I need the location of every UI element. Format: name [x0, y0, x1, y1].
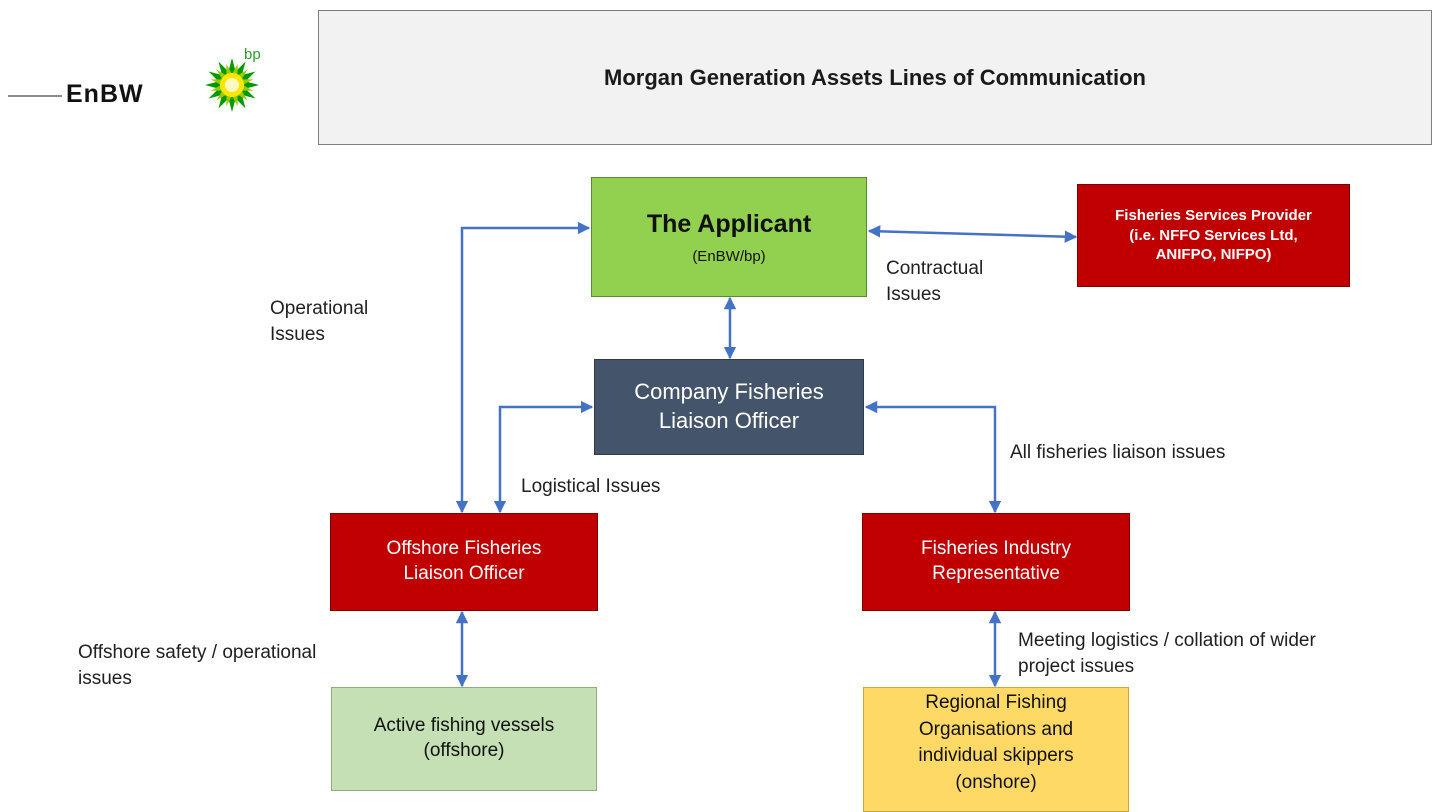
vessels-line-2: (offshore) [423, 740, 505, 761]
cflo-line-2: Liaison Officer [658, 408, 800, 433]
vessels-line-1: Active fishing vessels [373, 715, 555, 737]
label-logistical-issues: Logistical Issues [521, 476, 661, 497]
enbw-logo: EnBW [66, 80, 144, 108]
bp-wordmark: bp [244, 46, 261, 63]
regional-fishing-organisations-box: Regional Fishing Organisations and indiv… [863, 687, 1129, 812]
label-offshore-safety: Offshore safety / operational issues [78, 640, 316, 691]
bp-logo: bp [194, 46, 274, 114]
page-title: Morgan Generation Assets Lines of Commun… [318, 10, 1432, 145]
fir-line-2: Representative [932, 563, 1060, 584]
offshore-fisheries-liaison-officer-box: Offshore Fisheries Liaison Officer [330, 513, 598, 611]
active-fishing-vessels-box: Active fishing vessels (offshore) [331, 687, 597, 791]
arrow-applicant-fsp [867, 225, 1078, 243]
label-all-fisheries-liaison-issues: All fisheries liaison issues [1010, 442, 1226, 463]
label-operational-issues: Operational Issues [270, 296, 368, 347]
company-fisheries-liaison-officer-box: Company Fisheries Liaison Officer [594, 359, 864, 455]
fsp-line-2: (i.e. NFFO Services Ltd, [1129, 226, 1298, 244]
oflo-line-2: Liaison Officer [403, 563, 525, 584]
label-contractual-issues: Contractual Issues [886, 256, 983, 307]
regional-line-3: individual skippers [918, 745, 1074, 767]
arrow-operational [455, 221, 591, 514]
label-meeting-line-2: project issues [1018, 655, 1135, 677]
regional-line-2: Organisations and [918, 718, 1074, 740]
label-offshore-safety-line-2: issues [78, 667, 132, 689]
fisheries-industry-representative-box: Fisheries Industry Representative [862, 513, 1130, 611]
label-offshore-safety-line-1: Offshore safety / operational [78, 642, 317, 663]
header-line [8, 95, 62, 97]
fsp-line-1: Fisheries Services Provider [1115, 207, 1312, 225]
fir-line-1: Fisheries Industry [921, 538, 1071, 560]
label-meeting-line-1: Meeting logistics / collation of wider [1018, 630, 1316, 651]
applicant-subtitle: (EnBW/bp) [692, 247, 766, 265]
label-contractual-line-2: Issues [886, 283, 941, 305]
bp-helios-icon [205, 58, 259, 112]
oflo-line-1: Offshore Fisheries [386, 538, 542, 560]
fisheries-services-provider-box: Fisheries Services Provider (i.e. NFFO S… [1077, 184, 1350, 287]
cflo-line-1: Company Fisheries [634, 379, 824, 405]
fsp-line-3: ANIFPO, NIFPO) [1155, 246, 1272, 264]
applicant-box: The Applicant (EnBW/bp) [591, 177, 867, 297]
arrow-logistical [493, 400, 594, 514]
label-contractual-line-1: Contractual [886, 258, 984, 279]
applicant-title: The Applicant [646, 210, 812, 238]
label-operational-line-2: Issues [270, 323, 325, 345]
label-operational-line-1: Operational [270, 298, 369, 319]
arrow-all-fisheries [864, 400, 1002, 514]
regional-line-4: (onshore) [955, 771, 1037, 793]
regional-line-1: Regional Fishing [925, 692, 1067, 713]
label-meeting-logistics: Meeting logistics / collation of wider p… [1018, 628, 1316, 679]
